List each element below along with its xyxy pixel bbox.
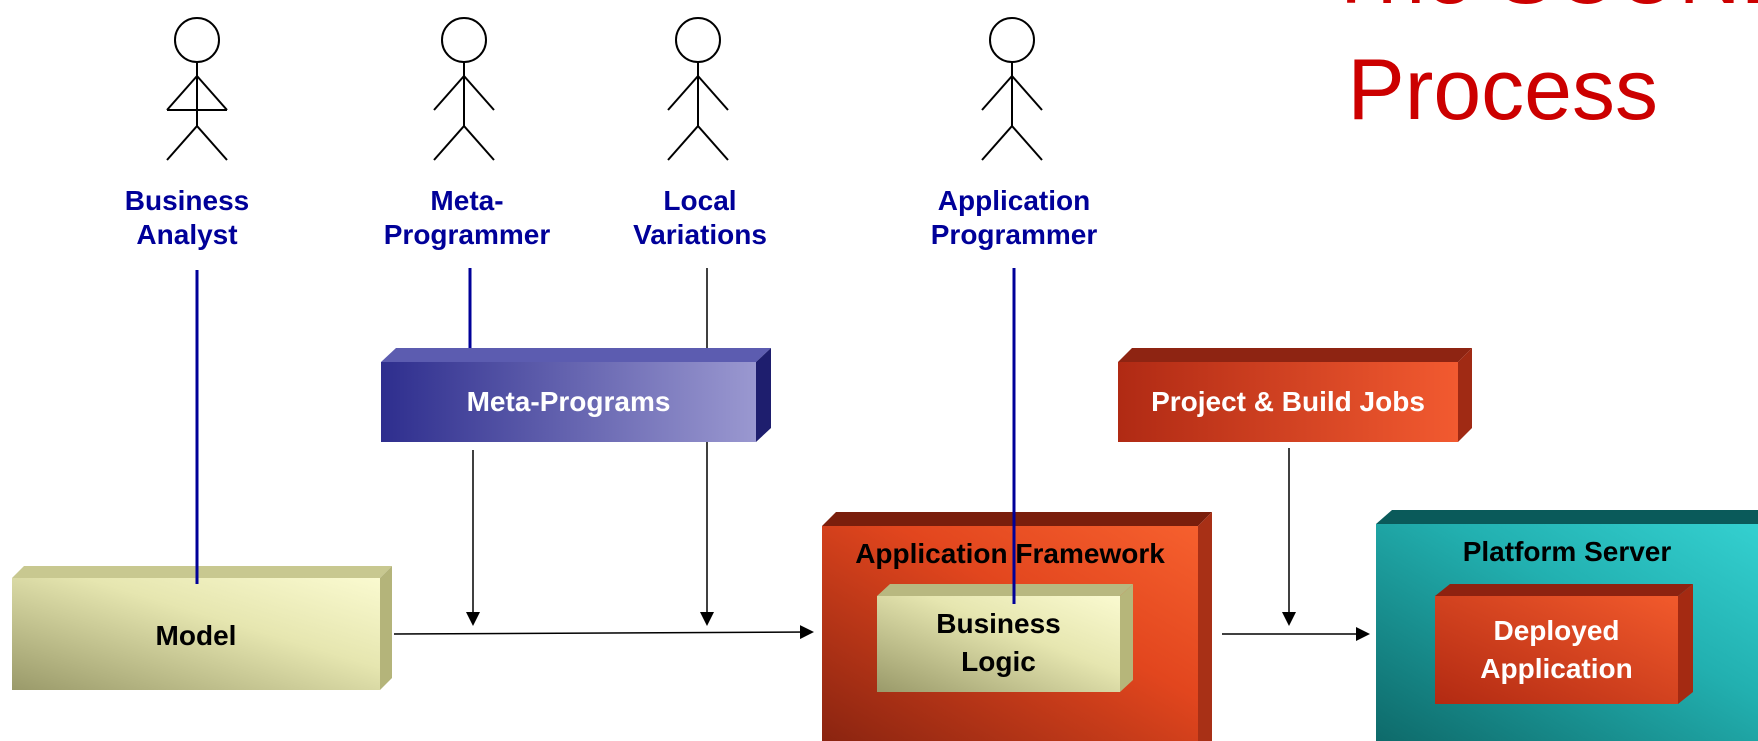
actor-label-line1: Business [124, 185, 250, 216]
actor-label-line1: Application [937, 185, 1091, 216]
project-build-jobs-label: Project & Build Jobs [1151, 386, 1425, 417]
actor-icon-business-analyst [166, 17, 228, 161]
business-logic-box [877, 584, 1133, 692]
business-logic-line2: Logic [961, 646, 1036, 677]
deployed-application-box [1435, 584, 1693, 704]
actor-icon-meta-programmer [433, 17, 495, 161]
actor-label-business-analyst: Business Analyst [125, 184, 250, 252]
actor-label-meta-programmer: Meta- Programmer [384, 184, 551, 252]
actor-label-local-variations: Local Variations [633, 184, 767, 252]
actor-label-line1: Meta- [430, 185, 504, 216]
model-box [12, 566, 392, 690]
deployed-application-line1: Deployed [1493, 615, 1620, 646]
meta-programs-box [381, 348, 771, 442]
actor-label-line2: Analyst [136, 219, 238, 250]
model-label: Model [155, 620, 237, 651]
arrow-model-to-framework [393, 625, 814, 640]
meta-programs-label: Meta-Programs [466, 386, 671, 417]
title-partial-top: The SCUNE [1198, 0, 1758, 22]
deployed-application-line2: Application [1480, 653, 1633, 684]
platform-server-label: Platform Server [1462, 536, 1672, 567]
actor-label-line2: Variations [633, 219, 767, 250]
actor-label-application-programmer: Application Programmer [931, 184, 1098, 252]
page-title: Process [1347, 42, 1658, 138]
business-logic-label: Business Logic [877, 605, 1120, 681]
actor-label-line2: Programmer [930, 219, 1098, 250]
application-framework-label: Application Framework [855, 538, 1165, 569]
deployed-application-label: Deployed Application [1435, 612, 1678, 688]
actor-icon-application-programmer [981, 17, 1043, 161]
project-build-jobs-box [1118, 348, 1472, 442]
actor-icon-local-variations [667, 17, 729, 161]
actor-label-line1: Local [663, 185, 737, 216]
business-logic-line1: Business [936, 608, 1061, 639]
actor-label-line2: Programmer [383, 219, 551, 250]
